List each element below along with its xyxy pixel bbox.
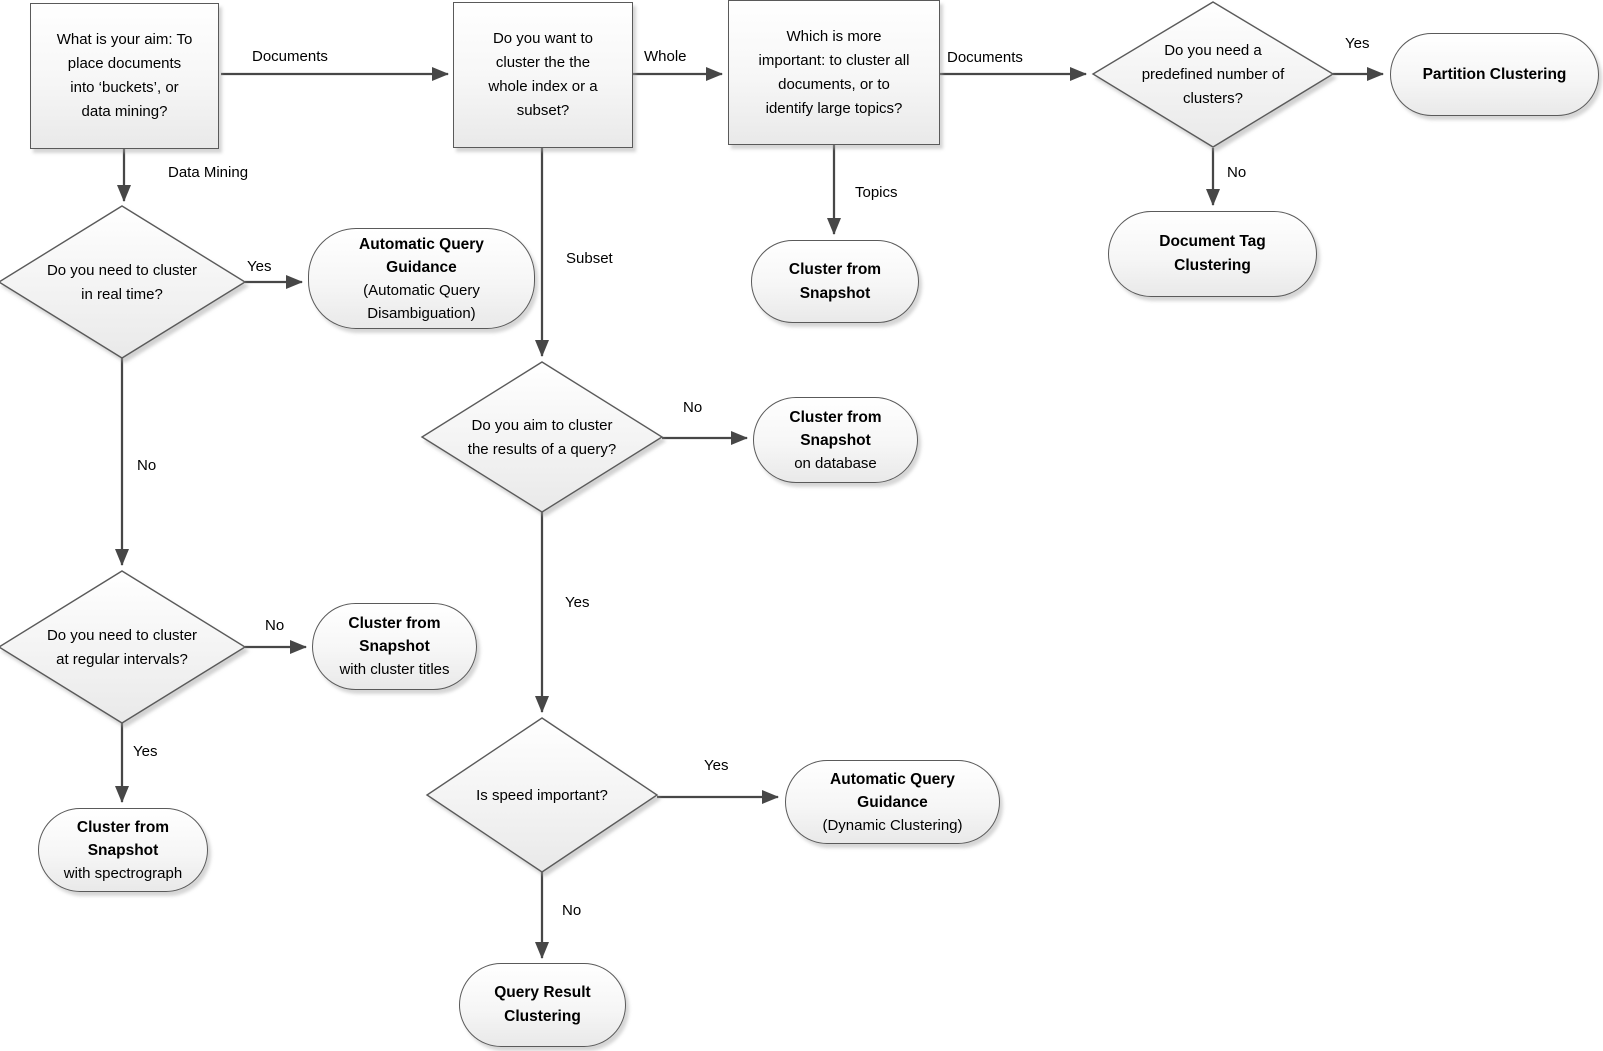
edge-label-topics: Topics [855, 184, 898, 201]
terminal-snapshot-spectrograph-subtitle: with spectrograph [63, 864, 183, 882]
edge-label-yes-guidance: Yes [247, 258, 272, 275]
edge-label-data-mining: Data Mining [168, 164, 249, 181]
edge-label-whole: Whole [644, 48, 687, 65]
edge-label-no-snapshot-db: No [683, 399, 703, 416]
edge-label-no-doc-tag: No [1227, 164, 1247, 181]
terminal-partition-clustering: Partition Clustering [1390, 33, 1599, 116]
edge-label-subset: Subset [566, 250, 613, 267]
edge-label-no-speed: No [562, 902, 582, 919]
edge-label-no-titles: No [265, 617, 285, 634]
decision-predefined-clusters-shape [1091, 1, 1335, 148]
terminal-aqg-dynamic-subtitle: (Dynamic Clustering) [822, 816, 963, 834]
edge-label-yes-partition: Yes [1345, 35, 1370, 52]
terminal-snapshot-titles-subtitle: with cluster titles [339, 661, 450, 678]
decision-speed-shape [425, 717, 659, 873]
terminal-snapshot-db-subtitle: on database [794, 454, 877, 472]
edge-label-yes-spectrograph: Yes [133, 743, 158, 760]
edge-label-no-realtime: No [137, 457, 157, 474]
decision-query-results-shape [420, 361, 664, 513]
edge-label-yes-dynamic: Yes [704, 757, 729, 774]
edge-label-documents-2: Documents [947, 49, 1023, 66]
decision-regular-intervals-shape [0, 570, 247, 724]
edge-label-yes-query: Yes [565, 594, 590, 611]
terminal-partition-clustering-title: Partition Clustering [1422, 65, 1567, 83]
decision-realtime-shape [0, 205, 247, 359]
edge-label-documents-1: Documents [252, 48, 328, 65]
